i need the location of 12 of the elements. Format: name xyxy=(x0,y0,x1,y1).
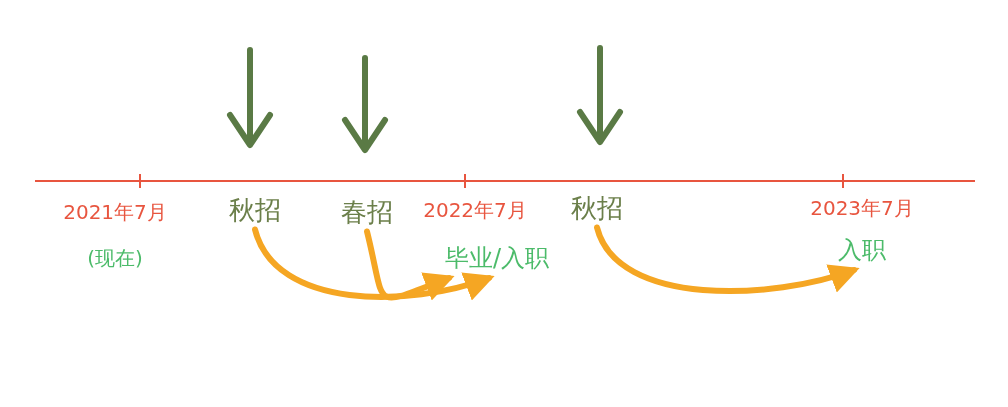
date-label: 2021年7月 xyxy=(63,198,167,226)
event-label: 入职 xyxy=(838,234,886,266)
arrow xyxy=(252,226,495,300)
date-label: 2022年7月 xyxy=(423,196,527,224)
note-label: (现在) xyxy=(87,244,143,272)
date-label: 2023年7月 xyxy=(810,194,914,222)
event-label: 秋招 xyxy=(571,190,623,226)
arrow xyxy=(594,224,860,295)
event-label: 春招 xyxy=(341,194,393,230)
event-label: 秋招 xyxy=(229,192,281,228)
event-label: 毕业/入职 xyxy=(444,242,550,274)
arrow xyxy=(364,228,455,301)
